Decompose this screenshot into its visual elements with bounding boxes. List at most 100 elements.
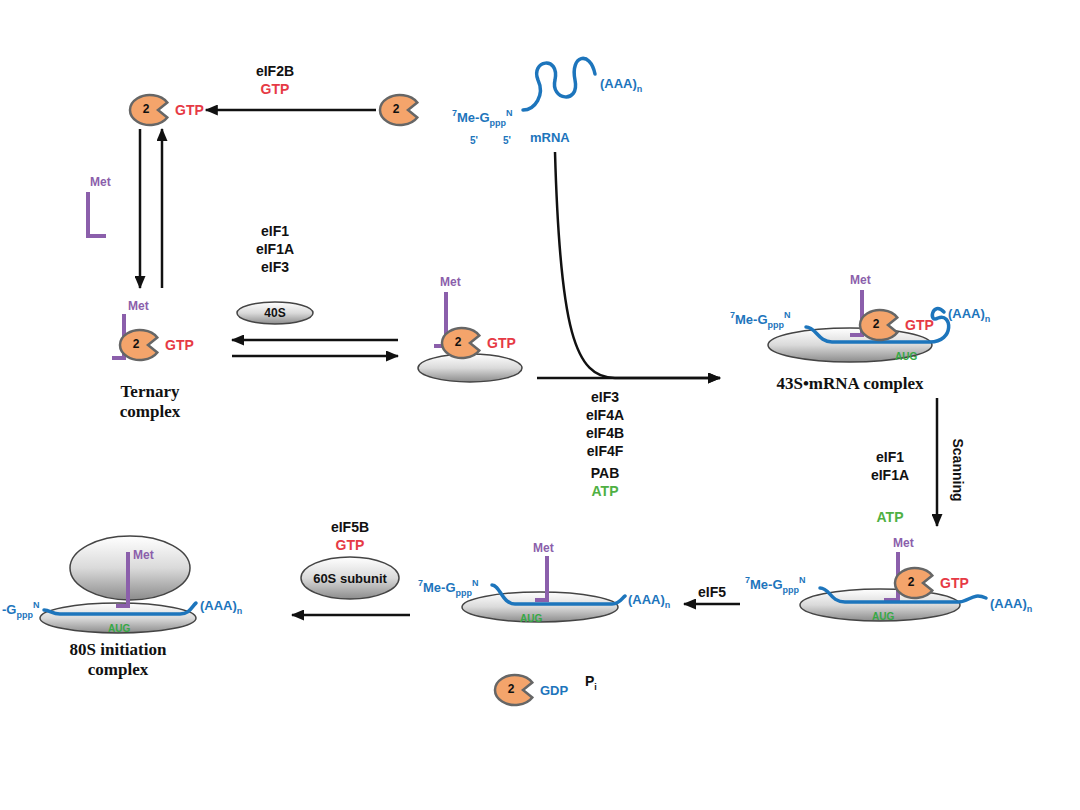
text-label: Met <box>893 536 914 550</box>
text-group: (AAA)n <box>200 596 242 614</box>
text-label: eIF4A <box>586 407 624 423</box>
text-label: n <box>665 600 671 610</box>
text-label: Met <box>90 175 111 189</box>
flow-arrow <box>684 603 740 606</box>
flow-arrow <box>555 152 720 378</box>
eif2-shape: 2 <box>893 566 937 600</box>
text-group: 80S initiation complex <box>48 640 188 679</box>
text-group: eIF3 <box>591 388 619 406</box>
text-label: eIF5 <box>698 584 726 600</box>
text-label: 7 <box>418 578 423 588</box>
text-label: 2 <box>440 335 476 349</box>
text-group: (AAA)n <box>948 304 990 322</box>
text-label: i <box>594 682 597 692</box>
text-label: GTP <box>487 335 516 351</box>
text-group: Met <box>128 296 149 314</box>
text-group: GTP <box>261 80 290 98</box>
text-group: AUG <box>895 346 917 364</box>
text-label: (AAA) <box>628 592 665 607</box>
flow-arrow <box>161 129 164 288</box>
text-label: GTP <box>175 102 204 118</box>
text-label: AUG <box>872 611 894 622</box>
text-label: AUG <box>520 613 542 624</box>
text-label: eIF4F <box>587 443 624 459</box>
text-group: 5' <box>470 130 478 148</box>
text-label: 2 <box>378 102 414 116</box>
text-group: AUG <box>872 606 894 624</box>
flow-arrow <box>292 614 410 617</box>
text-group: Met <box>90 172 111 190</box>
text-label: Met <box>440 275 461 289</box>
text-label: ppp <box>456 588 473 598</box>
flow-arrow <box>936 398 939 526</box>
text-group: mRNA <box>530 128 570 146</box>
text-group: 7Me-GpppN <box>452 108 513 126</box>
text-label: N <box>799 575 806 585</box>
text-group: 5' <box>503 130 511 148</box>
text-label: eIF3 <box>261 259 289 275</box>
flow-arrow <box>139 129 142 288</box>
mrna-strand <box>806 309 949 342</box>
text-group: eIF3 <box>261 258 289 276</box>
text-label: N <box>33 600 40 610</box>
text-group: Ternary complex <box>95 382 205 421</box>
complex-region: Met 2 GTP <box>400 268 535 385</box>
text-group: Scanning <box>949 438 967 501</box>
text-group: 7Me-GpppN <box>745 575 806 593</box>
text-group: eIF4B <box>586 424 624 442</box>
small-subunit <box>418 354 522 382</box>
text-label: eIF1 <box>876 449 904 465</box>
flow-arrow <box>232 339 398 342</box>
text-label: 43S•mRNA complex <box>776 374 923 393</box>
text-group: ATP <box>592 482 619 500</box>
text-group: eIF5 <box>698 583 726 601</box>
text-group: eIF2B <box>256 62 294 80</box>
text-label: GTP <box>165 337 194 353</box>
text-group: 7Me-GpppN <box>730 310 791 328</box>
flow-arrow <box>232 355 398 358</box>
text-group: (AAA)n <box>990 594 1032 612</box>
text-label: -G <box>2 602 16 617</box>
text-label: eIF5B <box>331 519 369 535</box>
eif2-shape: 2 <box>118 328 162 362</box>
eif2-shape-outline <box>378 93 422 127</box>
eif2-shape: 2 <box>858 308 902 342</box>
eif2-factor: 2GDP <box>493 673 568 707</box>
text-group: PAB <box>591 464 620 482</box>
mrna-strand <box>523 58 595 110</box>
eif2-shape-outline <box>893 566 937 600</box>
text-group: Met <box>533 538 554 556</box>
text-group: AUG <box>108 618 130 636</box>
text-label: Scanning <box>950 438 966 501</box>
text-group: eIF4A <box>586 406 624 424</box>
ribosomal-subunit: 60S subunit <box>300 556 400 600</box>
small-subunit <box>800 589 960 621</box>
text-label: Me-G <box>735 312 768 327</box>
text-group: eIF1 <box>261 222 289 240</box>
text-label: 5' <box>470 135 478 146</box>
text-label: 7 <box>745 575 750 585</box>
text-label: Me-G <box>750 577 783 592</box>
text-label: 7 <box>730 310 735 320</box>
text-label: ppp <box>490 118 507 128</box>
text-group: eIF5B <box>331 518 369 536</box>
text-label: Met <box>533 541 554 555</box>
text-group: 7Me-GpppN <box>418 578 479 596</box>
text-label: ATP <box>877 509 904 525</box>
complex-region: Met-GpppNAUG(AAA)n80S initiation complex <box>0 500 290 685</box>
text-label: Met <box>850 273 871 287</box>
text-group: Met <box>850 270 871 288</box>
text-group: -GpppN <box>2 600 39 618</box>
eif2-shape-outline <box>440 326 484 360</box>
trna <box>116 552 128 606</box>
eif2-shape: 2 <box>128 93 172 127</box>
text-group: GTP <box>336 536 365 554</box>
text-label: ppp <box>16 610 33 620</box>
text-label: 60S subunit <box>313 571 387 586</box>
text-group: (AAA)n <box>628 590 670 608</box>
eif2-shape-outline <box>128 93 172 127</box>
text-group: eIF4F <box>587 442 624 460</box>
text-label: GTP <box>905 317 934 333</box>
text-label: (AAA) <box>600 76 637 91</box>
text-label: eIF1A <box>256 241 294 257</box>
